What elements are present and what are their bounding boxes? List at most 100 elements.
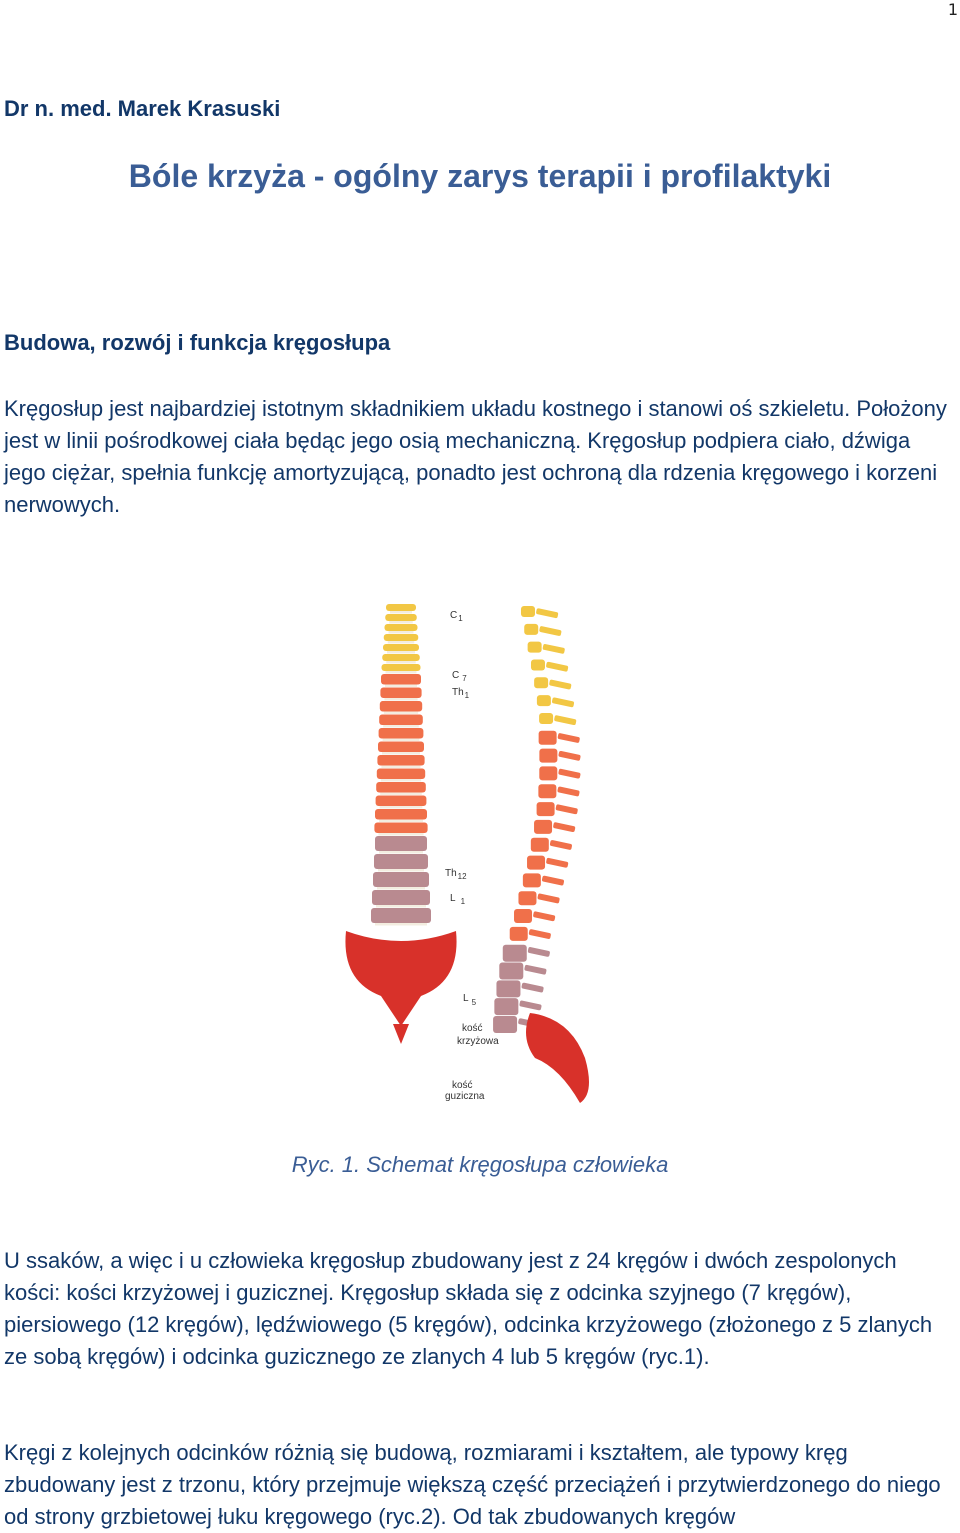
sacrum-side-shape [526,1013,589,1103]
thoracic-vertebra [375,809,427,820]
coccyx-shape [393,1024,409,1044]
thoracic-vertebra [380,687,422,698]
intervertebral-disc [388,631,414,634]
spine-front-view [345,604,457,1044]
spinous-process [519,1000,542,1011]
spinous-process [549,840,572,850]
side-vertebra-body [518,891,537,906]
side-vertebra-body [539,766,558,781]
intervertebral-disc [383,725,419,728]
spinous-process [557,733,580,743]
label-coccyx-2: guziczna [445,1091,485,1102]
spinous-process [557,786,580,797]
spinous-process [528,929,551,939]
label-sacrum-1: kość [462,1023,483,1034]
spinous-process [558,750,581,761]
label-sacrum-2: krzyżowa [457,1036,499,1047]
intervertebral-disc [382,752,420,755]
intervertebral-disc [381,765,421,768]
side-vertebra-body [494,998,519,1016]
cervical-vertebra [384,624,418,631]
page-number: 1 [947,0,958,19]
side-vertebra-body [534,819,553,834]
side-vertebra-body [539,712,554,724]
spinous-process [537,893,560,904]
side-vertebra-body [522,873,541,888]
side-vertebra-body [536,802,555,817]
spine-side-view [493,606,589,1103]
thoracic-vertebra [374,822,428,833]
thoracic-vertebra [377,755,425,766]
thoracic-vertebra [376,768,426,779]
lumbar-vertebra [375,836,427,851]
intervertebral-disc [383,711,419,714]
lumbar-vertebra [374,854,428,869]
intervertebral-disc [387,641,415,644]
paragraph-spine-composition: U ssaków, a więc i u człowieka kręgosłup… [4,1248,933,1369]
intervertebral-disc [379,806,423,809]
intervertebral-disc [378,869,424,872]
intervertebral-disc [382,738,420,741]
spinous-process [541,875,565,886]
intervertebral-disc [379,851,423,854]
spinous-process [539,626,562,636]
cervical-vertebra [382,654,420,661]
spinous-process [524,964,547,975]
thoracic-vertebra [379,701,423,712]
intervertebral-disc [385,671,417,674]
spinous-process [536,608,559,619]
spinous-process [546,661,569,672]
side-vertebra-body [502,944,527,962]
label-th12: Th12 [445,868,467,881]
spinous-process [552,697,575,708]
intervertebral-disc [384,698,418,701]
label-coccyx-1: kość [452,1080,473,1091]
spinous-process [554,715,577,726]
intervertebral-disc [380,792,422,795]
thoracic-vertebra [381,674,421,685]
side-vertebra-body [539,748,558,763]
lumbar-vertebra [371,908,431,923]
thoracic-vertebra [376,782,426,793]
spinous-process [553,822,576,832]
side-vertebra-body [524,623,539,635]
lumbar-vertebra [373,872,429,887]
label-th1: Th1 [452,687,470,700]
spinous-process [555,804,578,815]
intervertebral-disc [380,779,422,782]
cervical-vertebra [381,664,421,671]
intervertebral-disc [385,684,417,687]
spinous-process [549,679,572,690]
side-vertebra-body [509,926,528,941]
cervical-vertebra [383,644,419,651]
lumbar-vertebra [372,890,430,905]
spinous-process [558,768,581,779]
intervertebral-disc [386,661,416,664]
sacrum-shape [345,931,457,1026]
cervical-vertebra [386,604,416,611]
spinous-process [521,982,544,993]
paragraph-spine-function: Kręgosłup jest najbardziej istotnym skła… [4,396,947,517]
thoracic-vertebra [375,795,427,806]
intervertebral-disc [379,819,423,822]
paragraph-vertebra-structure: Kręgi z kolejnych odcinków różnią się bu… [4,1440,941,1529]
intervertebral-disc [376,905,426,908]
intervertebral-disc [390,611,412,614]
document-title: Bóle krzyża - ogólny zarys terapii i pro… [128,158,832,194]
figure-caption: Ryc. 1. Schemat kręgosłupa człowieka [291,1152,669,1177]
cervical-vertebra [385,614,417,621]
side-vertebra-body [514,909,533,924]
side-vertebra-body [530,837,549,852]
intervertebral-disc [389,621,413,624]
side-vertebra-body [499,962,524,980]
side-vertebra-body [538,784,557,799]
thoracic-vertebra [379,714,423,725]
side-vertebra-body [536,695,551,707]
side-vertebra-body [534,677,549,689]
side-vertebra-body [538,730,557,745]
intervertebral-disc [377,887,425,890]
